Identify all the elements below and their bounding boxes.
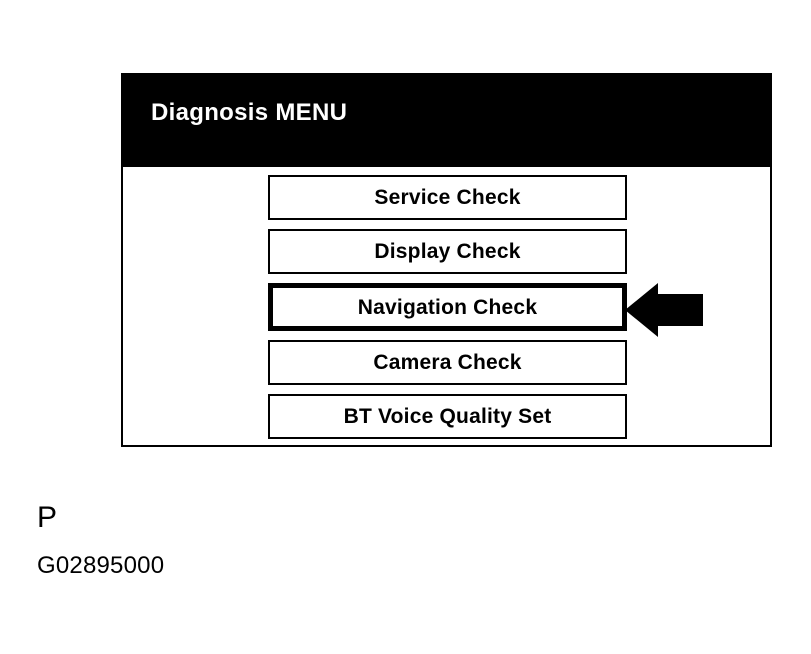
menu-item-service-check[interactable]: Service Check xyxy=(268,175,627,220)
menu-item-label: Navigation Check xyxy=(357,295,538,319)
menu-item-camera-check[interactable]: Camera Check xyxy=(268,340,627,385)
menu-item-label: Service Check xyxy=(374,186,521,209)
diagnosis-menu-screen: Diagnosis MENU Service Check Display Che… xyxy=(121,73,772,447)
page-title: Diagnosis MENU xyxy=(151,99,348,126)
menu-item-label: Camera Check xyxy=(373,351,522,374)
menu-item-navigation-check[interactable]: Navigation Check xyxy=(268,283,627,331)
menu-item-label: Display Check xyxy=(374,240,521,263)
screen-header-bar: Diagnosis MENU xyxy=(123,75,770,167)
menu-item-bt-voice-quality-set[interactable]: BT Voice Quality Set xyxy=(268,394,627,439)
menu-list: Service Check Display Check Navigation C… xyxy=(268,175,627,448)
figure-code: G02895000 xyxy=(37,552,165,579)
figure-marker: P xyxy=(37,501,58,534)
menu-item-display-check[interactable]: Display Check xyxy=(268,229,627,274)
menu-item-label: BT Voice Quality Set xyxy=(343,405,552,428)
